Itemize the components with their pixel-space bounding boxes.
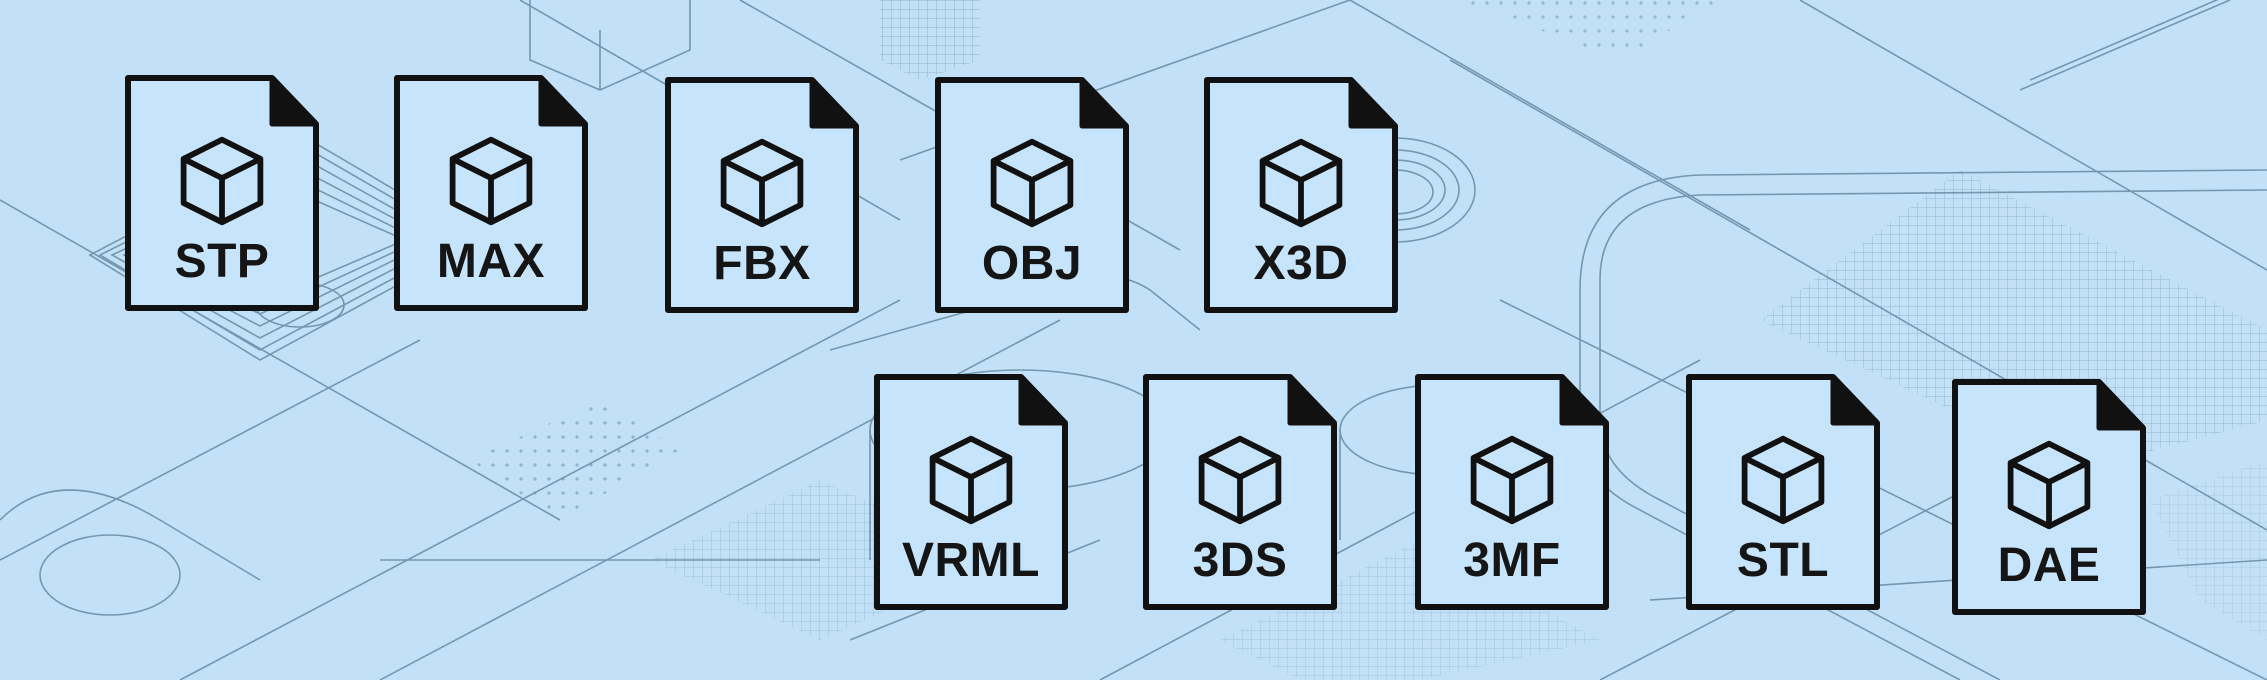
file-icon-max[interactable]: MAX	[393, 74, 589, 312]
file-format-label: FBX	[713, 237, 811, 290]
file-format-label: STL	[1736, 534, 1830, 587]
file-format-label: 3DS	[1192, 534, 1288, 587]
cube-icon	[929, 435, 1013, 525]
cube-icon	[1470, 435, 1554, 525]
file-format-label: STP	[174, 235, 270, 288]
file-icon-obj[interactable]: OBJ	[934, 76, 1130, 314]
cube-icon	[2007, 440, 2091, 530]
cube-icon	[1198, 435, 1282, 525]
file-icon-dae[interactable]: DAE	[1951, 378, 2147, 616]
file-icon-x3d[interactable]: X3D	[1203, 76, 1399, 314]
file-icon-stp[interactable]: STP	[124, 74, 320, 312]
file-icon-stl[interactable]: STL	[1685, 373, 1881, 611]
cube-icon	[449, 136, 533, 226]
cube-icon	[990, 138, 1074, 228]
file-format-label: MAX	[436, 235, 546, 288]
file-icon-3ds[interactable]: 3DS	[1142, 373, 1338, 611]
cube-icon	[1259, 138, 1343, 228]
cube-icon	[1741, 435, 1825, 525]
file-format-label: VRML	[902, 534, 1040, 587]
file-icon-3mf[interactable]: 3MF	[1414, 373, 1610, 611]
file-format-label: 3MF	[1463, 534, 1561, 587]
file-icon-fbx[interactable]: FBX	[664, 76, 860, 314]
cube-icon	[180, 136, 264, 226]
cube-icon	[720, 138, 804, 228]
file-icon-vrml[interactable]: VRML	[873, 373, 1069, 611]
file-format-label: X3D	[1253, 237, 1349, 290]
file-format-label: DAE	[1997, 539, 2101, 592]
file-format-label: OBJ	[981, 237, 1083, 290]
